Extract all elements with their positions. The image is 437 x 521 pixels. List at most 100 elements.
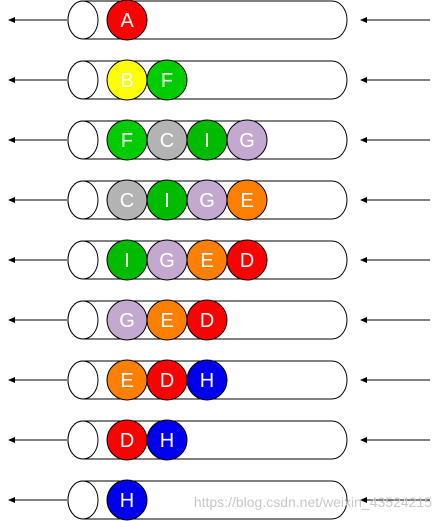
arrow-head xyxy=(360,257,367,263)
element-label: H xyxy=(160,430,174,452)
queue-element: D xyxy=(106,419,148,461)
queue-tube-end xyxy=(67,120,99,160)
element-label: G xyxy=(199,190,215,212)
element-label: F xyxy=(121,130,133,152)
element-label: C xyxy=(120,190,134,212)
queue-element: I xyxy=(146,179,188,221)
outgoing-arrow xyxy=(8,257,67,263)
arrow-head xyxy=(8,197,15,203)
queue-element: F xyxy=(106,119,148,161)
incoming-arrow xyxy=(360,377,430,383)
element-circle xyxy=(226,179,268,221)
queue-element: I xyxy=(106,239,148,281)
queue-element: E xyxy=(146,299,188,341)
incoming-arrow xyxy=(360,317,430,323)
queue-tube-end xyxy=(67,240,99,280)
queue-tube-end xyxy=(67,300,99,340)
queue-tube-end xyxy=(67,60,99,100)
queue-element: D xyxy=(186,299,228,341)
incoming-arrow xyxy=(360,257,430,263)
arrow-head xyxy=(8,257,15,263)
queue-element: F xyxy=(146,59,188,101)
element-label: A xyxy=(120,10,134,32)
queue-element: A xyxy=(106,0,148,41)
element-label: D xyxy=(200,310,214,332)
element-label: C xyxy=(160,130,174,152)
element-label: D xyxy=(240,250,254,272)
arrow-head xyxy=(360,17,367,23)
arrow-head xyxy=(360,77,367,83)
element-circle xyxy=(226,119,268,161)
element-circle xyxy=(186,359,228,401)
queue-element: C xyxy=(146,119,188,161)
outgoing-arrow xyxy=(8,497,67,503)
queue-element: H xyxy=(146,419,188,461)
element-label: E xyxy=(200,250,213,272)
queue-element: E xyxy=(106,359,148,401)
arrow-head xyxy=(8,77,15,83)
element-circle xyxy=(146,59,188,101)
watermark-text: https://blog.csdn.net/weixin_43524215 xyxy=(194,494,432,510)
element-label: E xyxy=(120,370,133,392)
element-label: E xyxy=(160,310,173,332)
queue-tube-end xyxy=(67,360,99,400)
queue-element: G xyxy=(186,179,228,221)
queue-element: G xyxy=(226,119,268,161)
element-label: D xyxy=(120,430,134,452)
outgoing-arrow xyxy=(8,317,67,323)
element-label: D xyxy=(160,370,174,392)
queue-element: B xyxy=(106,59,148,101)
outgoing-arrow xyxy=(8,437,67,443)
arrow-head xyxy=(8,497,15,503)
element-circle xyxy=(106,0,148,41)
element-circle xyxy=(146,419,188,461)
queue-tube-end xyxy=(67,420,99,460)
arrow-head xyxy=(360,497,367,503)
queue-tube-end xyxy=(67,180,99,220)
queue-element: D xyxy=(146,359,188,401)
queue-element: G xyxy=(146,239,188,281)
arrow-head xyxy=(360,197,367,203)
incoming-arrow xyxy=(360,197,430,203)
outgoing-arrow xyxy=(8,77,67,83)
arrow-head xyxy=(8,17,15,23)
element-label: G xyxy=(159,250,175,272)
queue-element: G xyxy=(106,299,148,341)
element-label: G xyxy=(119,310,135,332)
arrow-head xyxy=(8,377,15,383)
outgoing-arrow xyxy=(8,137,67,143)
arrow-head xyxy=(360,317,367,323)
element-circle xyxy=(186,299,228,341)
queue-element: E xyxy=(186,239,228,281)
element-label: I xyxy=(164,190,170,212)
incoming-arrow xyxy=(360,137,430,143)
queue-element: H xyxy=(186,359,228,401)
queue-row-9: H xyxy=(8,479,430,521)
queue-element: C xyxy=(106,179,148,221)
arrow-head xyxy=(8,317,15,323)
outgoing-arrow xyxy=(8,17,67,23)
arrow-head xyxy=(360,377,367,383)
queue-tube-end xyxy=(67,0,99,40)
incoming-arrow xyxy=(360,17,430,23)
queue-element: E xyxy=(226,179,268,221)
arrow-head xyxy=(360,137,367,143)
queue-row-1: A xyxy=(8,0,430,41)
queue-element: D xyxy=(226,239,268,281)
arrow-head xyxy=(8,137,15,143)
outgoing-arrow xyxy=(8,377,67,383)
element-circle xyxy=(226,239,268,281)
outgoing-arrow xyxy=(8,197,67,203)
incoming-arrow xyxy=(360,77,430,83)
element-label: H xyxy=(200,370,214,392)
element-label: G xyxy=(239,130,255,152)
